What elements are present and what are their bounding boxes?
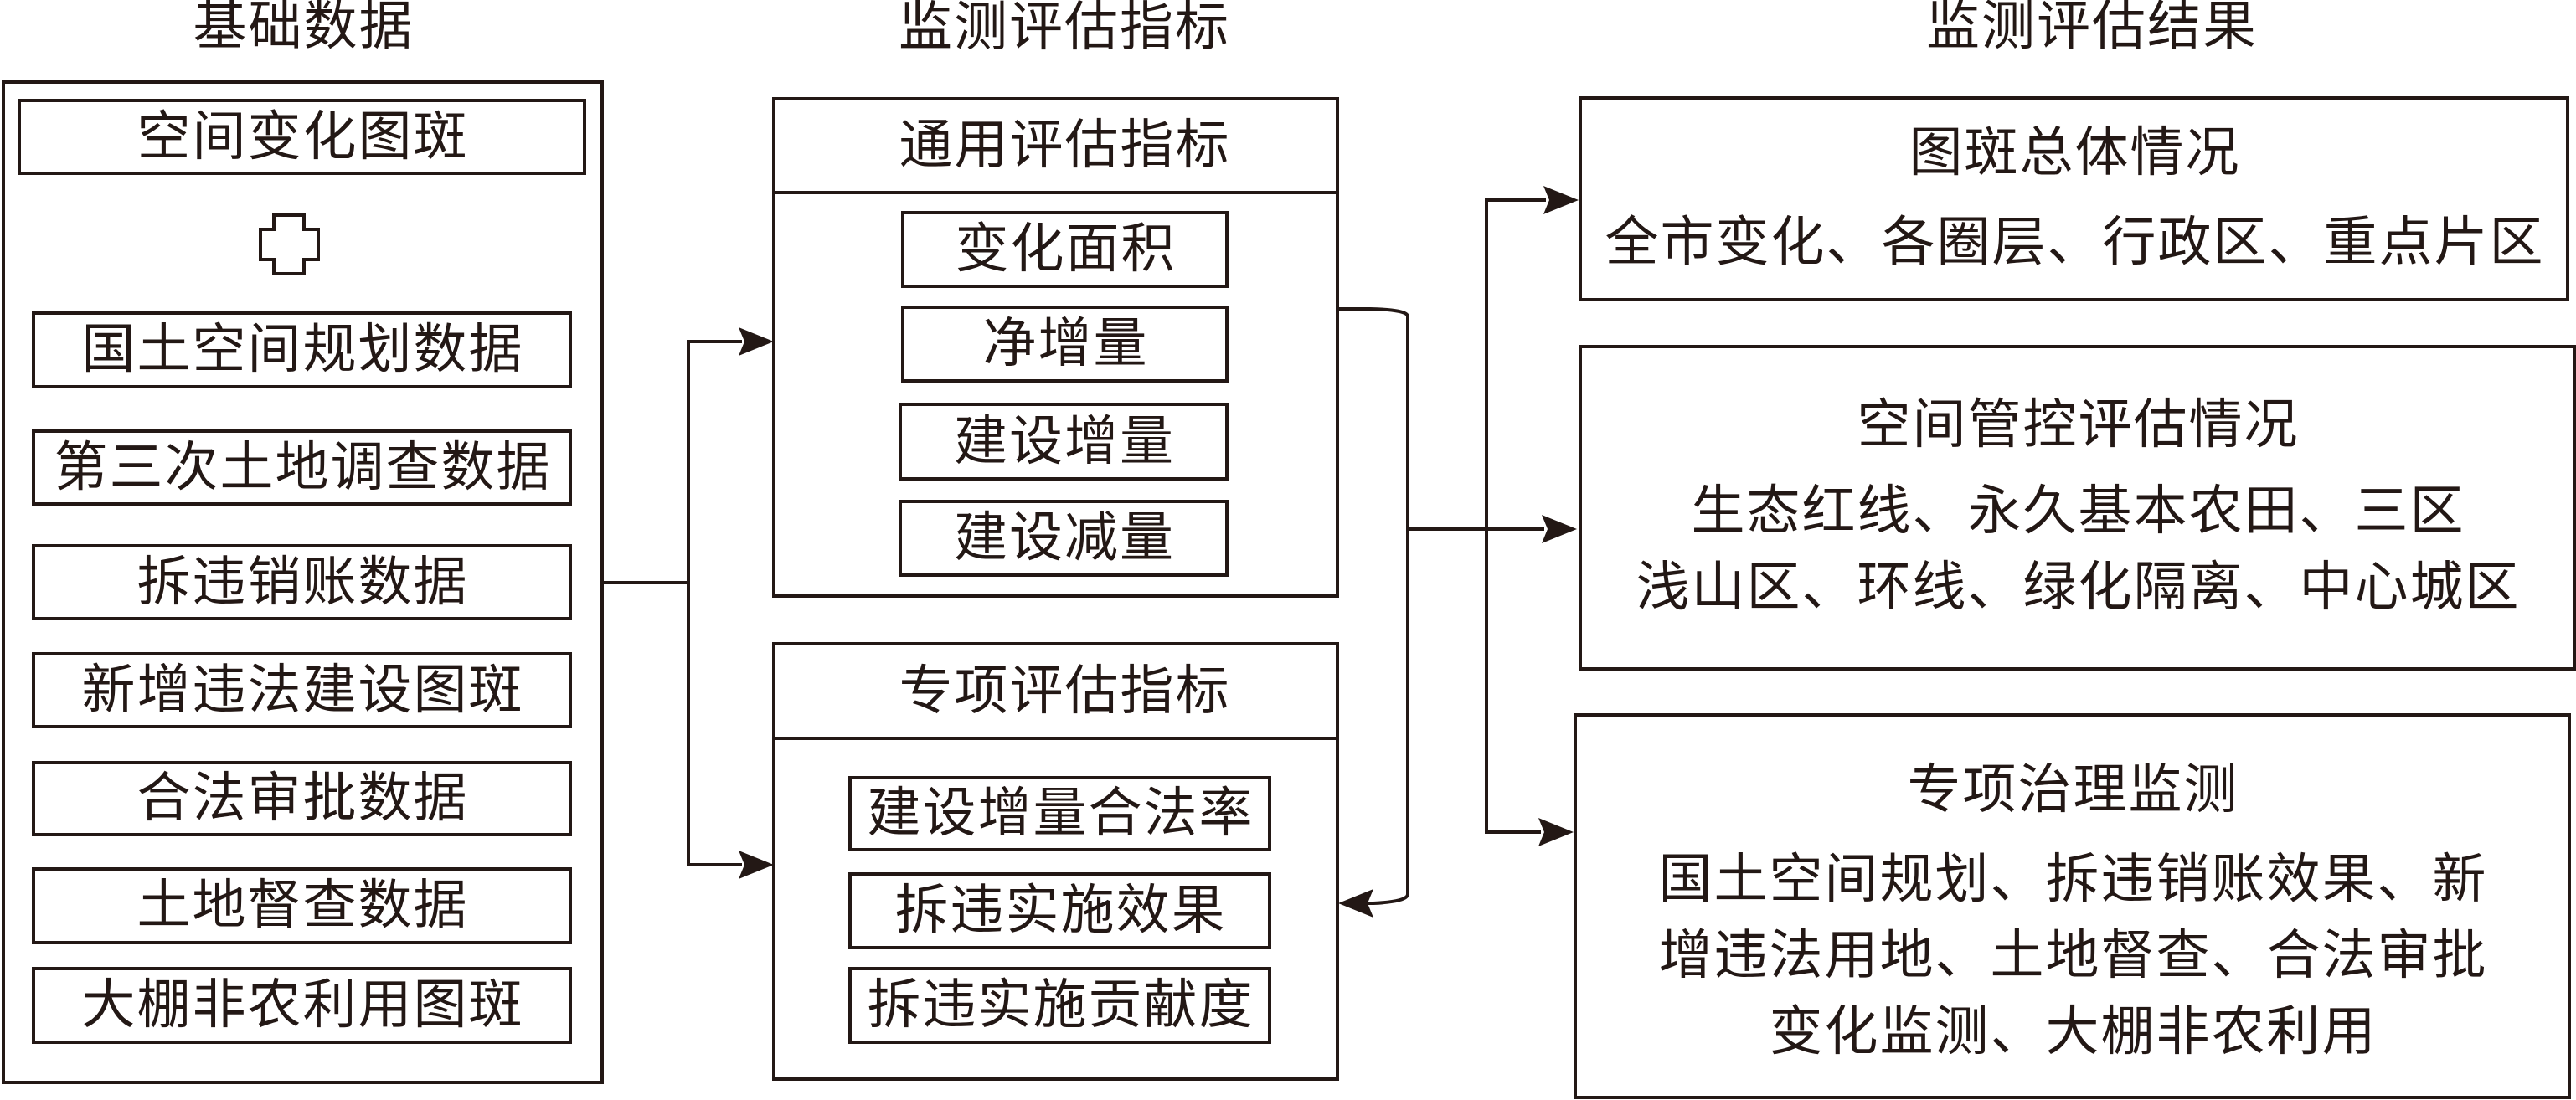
basic-data-column-title: 基础数据 [193,0,415,58]
result-box-overall-patches: 图斑总体情况 全市变化、各圈层、行政区、重点片区 [1579,96,2569,301]
basic-data-item: 土地督查数据 [32,867,572,944]
result-box-title: 专项治理监测 [1907,759,2239,821]
basic-data-item: 拆违销账数据 [32,544,572,620]
connector-indicators-to-results [1406,186,1579,846]
result-box-spatial-control: 空间管控评估情况 生态红线、永久基本农田、三区 浅山区、环线、绿化隔离、中心城区 [1579,345,2576,671]
general-indicator-label: 建设增量 [954,410,1175,473]
result-box-line: 浅山区、环线、绿化隔离、中心城区 [1636,557,2521,619]
connector-basic-to-indicators [600,327,774,879]
basic-data-item-label: 新增违法建设图斑 [81,659,524,722]
general-indicator-item: 变化面积 [901,211,1229,288]
general-indicator-label: 净增量 [982,313,1149,375]
plus-icon-shape [259,213,320,275]
special-indicators-header: 专项评估指标 [775,645,1336,740]
general-indicator-item: 净增量 [901,306,1229,383]
basic-data-item-label: 合法审批数据 [137,768,469,830]
result-box-title: 空间管控评估情况 [1857,394,2300,456]
basic-data-item: 合法审批数据 [32,761,572,836]
special-indicator-label: 拆违实施贡献度 [867,974,1255,1036]
basic-data-item: 第三次土地调查数据 [32,429,572,506]
basic-data-item: 新增违法建设图斑 [32,652,572,728]
result-box-special-governance: 专项治理监测 国土空间规划、拆违销账效果、新 增违法用地、土地督查、合法审批 变… [1574,713,2571,1099]
indicators-column-title: 监测评估指标 [899,0,1230,59]
general-indicator-label: 建设减量 [954,507,1175,569]
plus-icon [259,213,320,275]
general-indicator-item: 建设减量 [899,500,1229,577]
general-indicator-label: 变化面积 [955,218,1177,280]
arrowhead-right-icon [1542,515,1577,543]
basic-data-item-label: 第三次土地调查数据 [54,436,552,499]
arrowhead-right-icon [739,327,774,356]
basic-data-item-label: 大棚非农利用图斑 [81,974,524,1036]
special-indicator-item: 拆违实施贡献度 [848,967,1271,1044]
special-indicator-item: 建设增量合法率 [848,776,1271,851]
result-box-title: 图斑总体情况 [1909,122,2241,184]
result-box-line: 全市变化、各圈层、行政区、重点片区 [1605,212,2545,274]
basic-data-item: 大棚非农利用图斑 [32,967,572,1044]
special-indicator-label: 拆违实施效果 [894,880,1227,942]
special-indicators-title: 专项评估指标 [899,660,1231,722]
basic-data-primary-label: 空间变化图斑 [137,105,469,168]
connector-general-to-special-bracket [1336,307,1409,918]
general-indicators-header: 通用评估指标 [775,100,1336,194]
result-box-line: 国土空间规划、拆违销账效果、新 [1658,849,2488,911]
basic-data-primary-item: 空间变化图斑 [18,99,586,175]
arrowhead-right-icon [1538,818,1574,846]
basic-data-item-label: 土地督查数据 [137,875,469,937]
basic-data-item-label: 拆违销账数据 [137,551,469,614]
arrowhead-right-icon [1543,186,1579,214]
special-indicator-item: 拆违实施效果 [848,872,1271,949]
special-indicator-label: 建设增量合法率 [867,783,1255,845]
result-box-line: 增违法用地、土地督查、合法审批 [1658,925,2488,987]
general-indicator-item: 建设增量 [899,403,1229,481]
arrowhead-left-icon [1338,889,1373,918]
arrowhead-right-icon [739,851,774,879]
result-box-line: 生态红线、永久基本农田、三区 [1691,481,2465,542]
basic-data-item-label: 国土空间规划数据 [81,319,524,381]
general-indicators-group: 通用评估指标 [772,97,1339,598]
basic-data-item: 国土空间规划数据 [32,311,572,388]
bracket-line [1336,307,1409,905]
general-indicators-title: 通用评估指标 [899,115,1231,177]
results-column-title: 监测评估结果 [1926,0,2258,58]
result-box-line: 变化监测、大棚非农利用 [1769,1001,2378,1063]
